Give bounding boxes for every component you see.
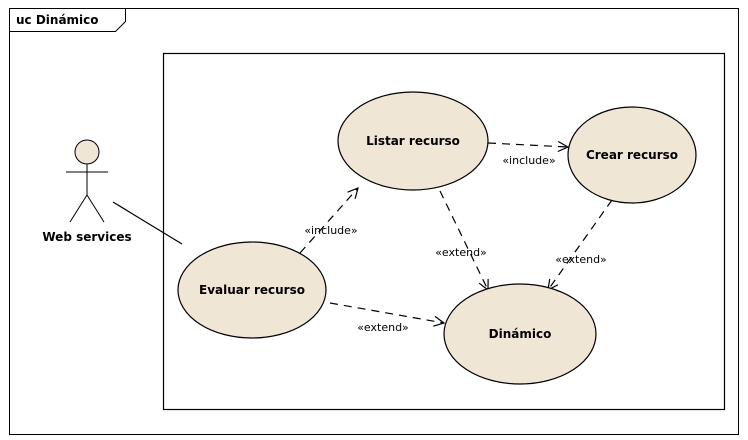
extend-arrow-listar-dinamico: [439, 190, 488, 290]
use-case-label: Evaluar recurso: [199, 283, 305, 297]
include-label-listar-crear: «include»: [502, 154, 555, 167]
extend-arrow-evaluar-dinamico: [329, 302, 444, 323]
actor-web-services[interactable]: Web services: [42, 139, 132, 244]
stick-figure-actor-icon: [66, 139, 108, 223]
actor-label: Web services: [42, 230, 131, 244]
use-case-label: Listar recurso: [366, 134, 460, 148]
extend-label-listar-dinamico: «extend»: [435, 246, 487, 259]
extend-arrow-crear-dinamico: [548, 199, 613, 290]
use-case-dinamico[interactable]: Dinámico: [443, 283, 597, 385]
extend-label-evaluar-dinamico: «extend»: [357, 321, 409, 334]
frame-title: uc Dinámico: [16, 13, 99, 27]
association-line: [112, 201, 183, 245]
extend-label-crear-dinamico: «extend»: [555, 253, 607, 266]
use-case-label: Crear recurso: [586, 148, 678, 162]
include-arrow-evaluar-listar: [299, 188, 358, 254]
include-label-evaluar-listar: «include»: [304, 224, 357, 237]
use-case-evaluar-recurso[interactable]: Evaluar recurso: [177, 241, 327, 339]
use-case-listar-recurso[interactable]: Listar recurso: [337, 91, 489, 191]
use-case-label: Dinámico: [489, 327, 552, 341]
use-case-crear-recurso[interactable]: Crear recurso: [567, 106, 697, 204]
frame-label-tab: [9, 8, 126, 32]
